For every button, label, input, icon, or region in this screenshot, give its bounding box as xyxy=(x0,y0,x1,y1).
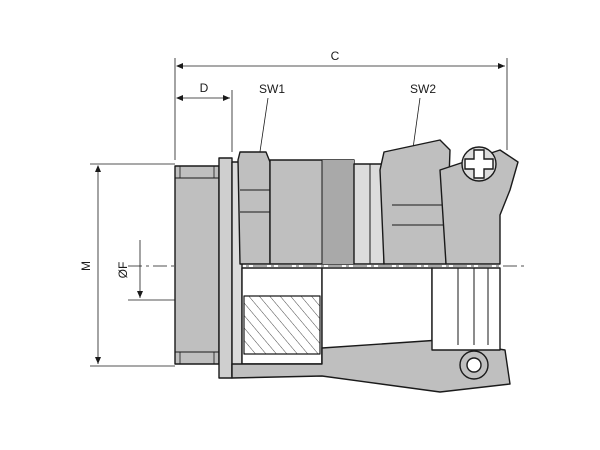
label-f: ØF xyxy=(116,262,130,279)
gland-body xyxy=(174,139,519,393)
threaded-connection xyxy=(174,165,220,365)
label-c: C xyxy=(331,49,340,63)
label-d: D xyxy=(200,81,209,95)
sw2-nut xyxy=(379,139,451,265)
label-sw1: SW1 xyxy=(259,82,285,96)
dimension-lines xyxy=(90,58,508,367)
clamp-housing xyxy=(439,149,519,265)
collar xyxy=(218,157,233,379)
cross-head-screw-icon xyxy=(461,146,497,182)
label-m: M xyxy=(79,261,93,271)
label-sw2: SW2 xyxy=(410,82,436,96)
seal-insert xyxy=(243,295,321,355)
sw1-nut xyxy=(237,151,271,265)
